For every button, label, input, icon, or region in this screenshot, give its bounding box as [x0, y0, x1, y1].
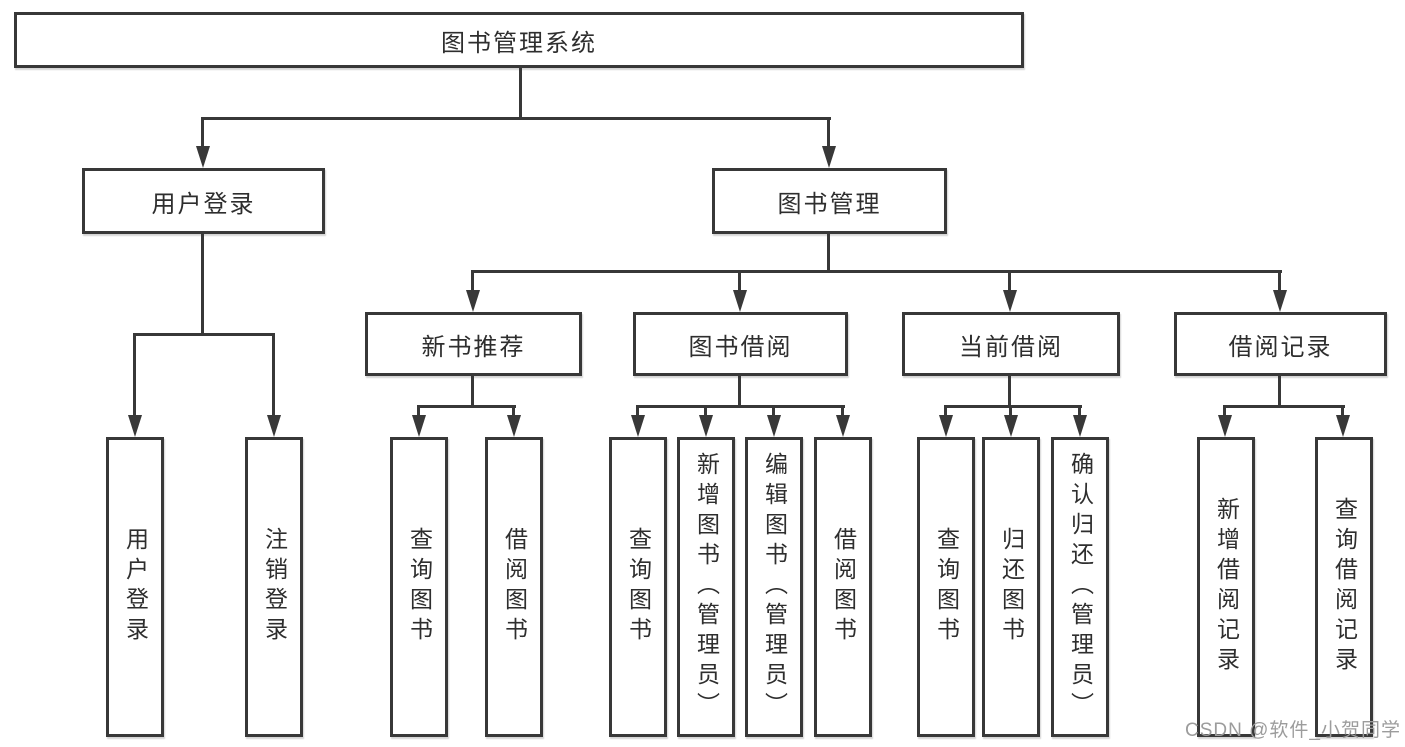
leaf-records-query-record: 查询借阅记录: [1315, 437, 1373, 737]
connector-borrow-leaf2-shaft: [704, 405, 707, 417]
leaf-logout: 注销登录: [245, 437, 303, 737]
connector-recommend-branch: [417, 405, 516, 408]
connector-to-current-shaft: [1008, 270, 1011, 292]
csdn-watermark: CSDN @软件_小贺同学: [1185, 720, 1401, 741]
arrow-down-icon: [1073, 415, 1087, 437]
arrow-down-icon: [196, 146, 210, 168]
arrow-down-icon: [822, 146, 836, 168]
connector-recommend-leaf2-shaft: [512, 405, 515, 417]
arrow-down-icon: [1003, 290, 1017, 312]
connector-user-leaf1-shaft: [133, 333, 136, 416]
arrow-down-icon: [767, 415, 781, 437]
leaf-user-login: 用户登录: [106, 437, 164, 737]
connector-borrow-branch: [636, 405, 845, 408]
connector-book-branch: [471, 270, 1282, 273]
connector-current-branch: [944, 405, 1082, 408]
connector-user-leaf2-shaft: [272, 333, 275, 416]
connector-records-branch: [1223, 405, 1345, 408]
connector-user-stem: [201, 234, 204, 336]
connector-recommend-leaf1-shaft: [417, 405, 420, 417]
connector-to-recommend-shaft: [471, 270, 474, 292]
connector-to-borrow-shaft: [738, 270, 741, 292]
leaf-borrow-query-books: 查询图书: [609, 437, 667, 737]
leaf-borrow-borrow-books: 借阅图书: [814, 437, 872, 737]
connector-root-stem: [519, 67, 522, 120]
node-book-borrow: 图书借阅: [633, 312, 848, 376]
node-current-borrow: 当前借阅: [902, 312, 1120, 376]
arrow-down-icon: [1336, 415, 1350, 437]
leaf-current-confirm-return-admin: 确认归还（管理员）: [1051, 437, 1109, 737]
arrow-down-icon: [733, 290, 747, 312]
connector-borrow-leaf4-shaft: [841, 405, 844, 417]
connector-current-leaf1-shaft: [944, 405, 947, 417]
arrow-down-icon: [1273, 290, 1287, 312]
node-book-management: 图书管理: [712, 168, 947, 234]
connector-borrow-leaf3-shaft: [772, 405, 775, 417]
leaf-records-add-record: 新增借阅记录: [1197, 437, 1255, 737]
leaf-recommend-borrow-books: 借阅图书: [485, 437, 543, 737]
node-user-login: 用户登录: [82, 168, 325, 234]
arrow-down-icon: [1004, 415, 1018, 437]
connector-root-to-book-shaft: [827, 117, 830, 147]
arrow-down-icon: [836, 415, 850, 437]
node-new-book-recommend: 新书推荐: [365, 312, 582, 376]
arrow-down-icon: [631, 415, 645, 437]
connector-to-records-shaft: [1278, 270, 1281, 292]
connector-records-leaf1-shaft: [1223, 405, 1226, 417]
arrow-down-icon: [267, 415, 281, 437]
connector-current-stem: [1008, 376, 1011, 408]
connector-records-leaf2-shaft: [1341, 405, 1344, 417]
leaf-recommend-query-books: 查询图书: [390, 437, 448, 737]
connector-borrow-stem: [738, 376, 741, 408]
node-borrow-records: 借阅记录: [1174, 312, 1387, 376]
connector-root-to-user-shaft: [201, 117, 204, 147]
connector-recommend-stem: [471, 375, 474, 408]
connector-book-stem: [827, 233, 830, 273]
connector-root-branch: [201, 117, 831, 120]
connector-user-branch: [133, 333, 275, 336]
arrow-down-icon: [1218, 415, 1232, 437]
arrow-down-icon: [128, 415, 142, 437]
arrow-down-icon: [412, 415, 426, 437]
arrow-down-icon: [466, 290, 480, 312]
leaf-borrow-edit-books-admin: 编辑图书（管理员）: [745, 437, 803, 737]
arrow-down-icon: [507, 415, 521, 437]
connector-records-stem: [1278, 376, 1281, 408]
leaf-borrow-add-books-admin: 新增图书（管理员）: [677, 437, 735, 737]
leaf-current-return-books: 归还图书: [982, 437, 1040, 737]
arrow-down-icon: [939, 415, 953, 437]
connector-current-leaf2-shaft: [1009, 405, 1012, 417]
leaf-current-query-books: 查询图书: [917, 437, 975, 737]
connector-borrow-leaf1-shaft: [636, 405, 639, 417]
arrow-down-icon: [699, 415, 713, 437]
node-library-management-system: 图书管理系统: [14, 12, 1024, 68]
connector-current-leaf3-shaft: [1078, 405, 1081, 417]
